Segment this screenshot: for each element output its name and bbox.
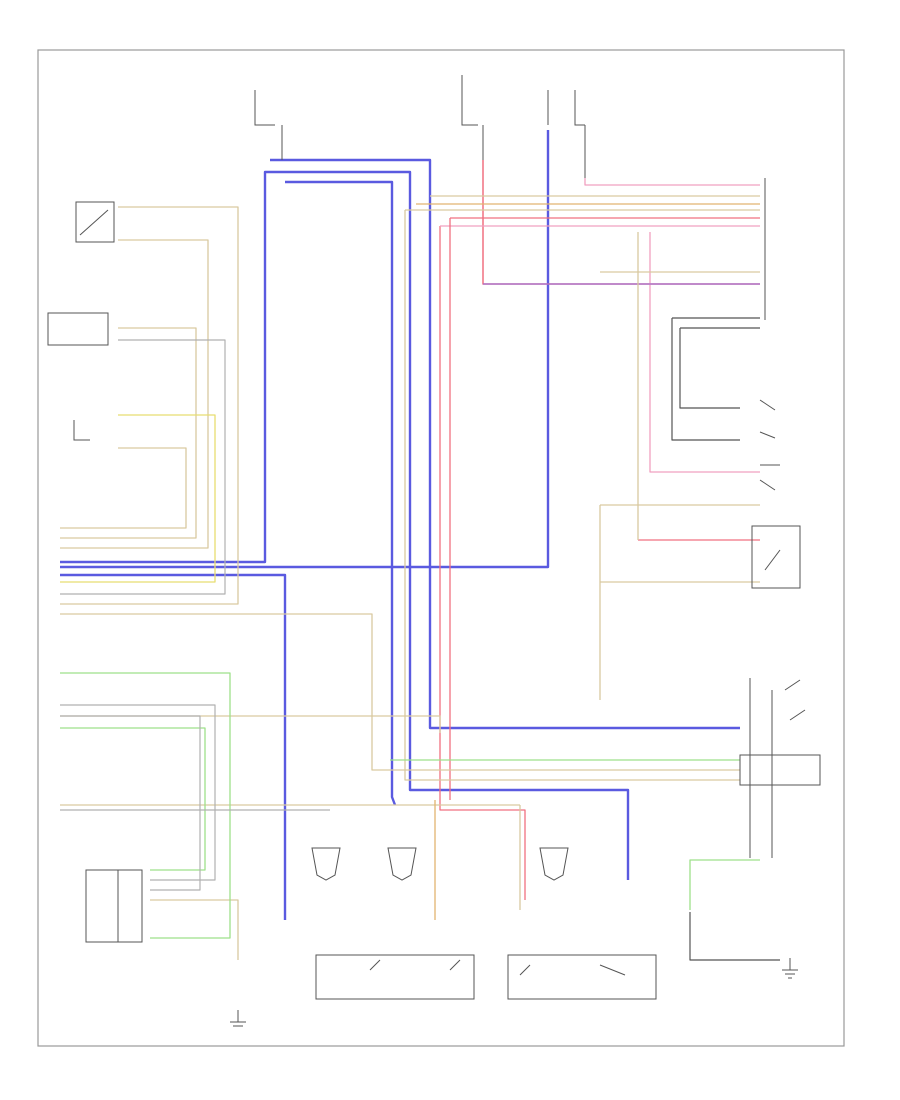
tan-wire [60, 206, 239, 605]
ground-right [782, 958, 798, 979]
tan-wire [60, 715, 441, 733]
tan-wire [60, 613, 740, 771]
sensor-3 [73, 420, 90, 441]
blue-wire [270, 158, 740, 730]
green-wire [60, 672, 231, 939]
black-wire [689, 912, 780, 961]
switch-block [739, 678, 821, 858]
yellow-wire [60, 414, 216, 583]
gray-wire [60, 339, 226, 595]
tan-wire [150, 899, 239, 960]
tan-wire [60, 327, 197, 539]
black-wire [679, 328, 740, 409]
ground-left [230, 1010, 246, 1027]
components [47, 75, 821, 1027]
gray-wire [60, 715, 201, 891]
switch-assembly-right [507, 954, 657, 1000]
red-wire [439, 226, 526, 900]
gray-wire [60, 704, 216, 881]
switch-right-mid [759, 464, 780, 491]
control-module [85, 869, 143, 943]
tan-wire [60, 239, 209, 549]
switch-right-lower [751, 525, 801, 589]
pink-wire [649, 232, 760, 473]
black-wire [671, 318, 740, 441]
sensor-2 [47, 312, 109, 346]
blue-wire [285, 180, 397, 806]
blue-wire [60, 130, 550, 569]
lamp-1 [311, 847, 341, 881]
tan-wire [404, 210, 740, 781]
lamp-3 [539, 847, 569, 881]
connector-top-mid [461, 75, 484, 160]
red-wire [482, 160, 760, 285]
wires [60, 130, 780, 961]
pink-wire [584, 178, 760, 186]
blue-wire [60, 573, 287, 920]
connector-top-right [547, 90, 586, 178]
blue-wire [60, 170, 630, 880]
sensor-1 [75, 201, 115, 243]
green-wire [60, 727, 206, 871]
lamp-2 [387, 847, 417, 881]
switch-right-upper [759, 399, 776, 439]
tan-wire [60, 447, 187, 529]
switch-assembly-left [315, 954, 475, 1000]
diagram-frame [37, 49, 845, 1047]
connector-top-left [254, 90, 283, 160]
green-wire [689, 859, 760, 910]
